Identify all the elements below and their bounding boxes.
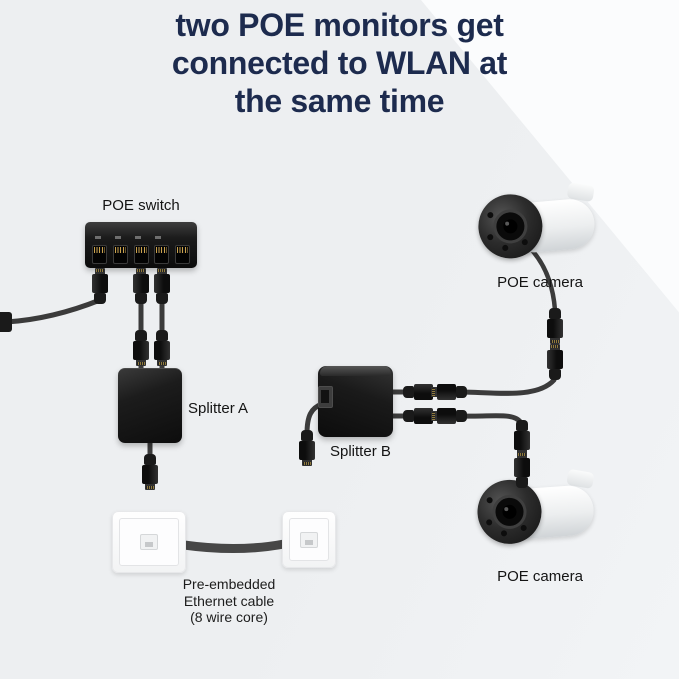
ir-led-icon	[487, 211, 494, 219]
poe-switch-label: POE switch	[102, 197, 180, 214]
rj45-plug-switch-1	[92, 268, 108, 304]
offscreen-connector	[0, 312, 12, 332]
plug-boot	[403, 386, 414, 398]
ir-led-icon	[502, 244, 509, 252]
plug-body	[92, 274, 108, 293]
plug-boot	[156, 293, 168, 304]
splitter-b-label: Splitter B	[330, 443, 391, 460]
wall-plate-right	[282, 511, 336, 568]
plug-body	[154, 341, 170, 360]
poe-camera-top-device	[475, 182, 601, 277]
connector-out-bottom-b	[431, 408, 467, 424]
plug-boot	[549, 369, 561, 380]
ethernet-port-icon	[133, 245, 149, 264]
connector-camera-bottom-a	[514, 420, 530, 456]
poe-camera-bottom-device	[475, 468, 598, 562]
ethernet-port-icon	[92, 245, 107, 264]
poe-camera-top-label: POE camera	[497, 274, 583, 291]
page-title: two POE monitors get connected to WLAN a…	[0, 6, 679, 120]
plug-tip	[95, 268, 105, 275]
title-line-2: connected to WLAN at	[171, 45, 508, 81]
plug-tip	[145, 483, 155, 490]
plug-tip	[517, 452, 527, 459]
title-line-3: the same time	[234, 83, 445, 119]
plug-boot	[456, 410, 467, 422]
plug-boot	[301, 430, 313, 441]
rj45-plug-splitter-a-out	[142, 454, 158, 490]
plug-tip	[550, 344, 560, 351]
splitter-a-label: Splitter A	[188, 400, 249, 417]
plug-body	[142, 465, 158, 484]
embedded-cable-caption: Pre-embedded Ethernet cable (8 wire core…	[148, 576, 310, 626]
title-line-1: two POE monitors get	[175, 7, 504, 43]
plug-body	[547, 350, 563, 369]
poe-switch-device	[85, 222, 197, 268]
splitter-b-port-icon	[318, 386, 333, 408]
plug-body	[437, 408, 456, 424]
connector-camera-bottom-b	[514, 452, 530, 488]
cable-uplink-left	[3, 297, 103, 325]
plug-boot	[156, 330, 168, 341]
cable-wall-embedded	[179, 539, 289, 554]
plug-body	[514, 431, 530, 450]
cable-to-camera-bottom	[461, 413, 524, 426]
plug-tip	[302, 459, 312, 466]
connector-camera-top-b	[547, 344, 563, 380]
plug-boot	[516, 477, 528, 488]
plug-tip	[157, 268, 167, 275]
wall-plate-left	[112, 511, 186, 573]
plug-body	[547, 319, 563, 338]
wall-jack-icon	[140, 534, 158, 550]
ethernet-port-icon	[154, 245, 170, 264]
connector-out-top-b	[431, 384, 467, 400]
plug-tip	[157, 359, 167, 366]
plug-tip	[136, 268, 146, 275]
plug-body	[154, 274, 170, 293]
splitter-b-device	[318, 366, 393, 437]
plug-body	[514, 458, 530, 477]
ir-led-icon	[520, 524, 527, 532]
caption-line-2: Ethernet cable	[183, 592, 275, 609]
plug-tip	[136, 359, 146, 366]
rj45-plug-splitter-a-in-1	[133, 330, 149, 366]
plug-boot	[144, 454, 156, 465]
plug-tip	[550, 337, 560, 344]
ir-led-icon	[500, 530, 508, 537]
splitter-a-device	[118, 368, 182, 443]
plug-boot	[94, 293, 106, 304]
plug-body	[133, 341, 149, 360]
rj45-plug-switch-2	[133, 268, 149, 304]
poe-camera-bottom-label: POE camera	[497, 568, 583, 585]
plug-boot	[516, 420, 528, 431]
wall-jack-icon	[300, 531, 318, 548]
plug-body	[133, 274, 149, 293]
ir-led-icon	[486, 497, 493, 504]
rj45-plug-splitter-b-in	[299, 430, 315, 466]
ethernet-port-icon	[175, 245, 190, 264]
caption-line-3: (8 wire core)	[190, 609, 268, 625]
ir-led-icon	[487, 233, 494, 241]
plug-boot	[456, 386, 467, 398]
ir-led-icon	[521, 238, 529, 246]
plug-boot	[403, 410, 414, 422]
plug-boot	[135, 293, 147, 304]
rj45-plug-splitter-a-in-2	[154, 330, 170, 366]
ir-led-icon	[485, 519, 493, 526]
caption-line-1: Pre-embedded	[182, 576, 276, 592]
plug-boot	[549, 308, 561, 319]
switch-port-row	[92, 245, 190, 264]
plug-body	[299, 441, 315, 460]
connector-camera-top-a	[547, 308, 563, 344]
plug-body	[437, 384, 456, 400]
plug-boot	[135, 330, 147, 341]
rj45-plug-switch-3	[154, 268, 170, 304]
ethernet-port-icon	[112, 245, 128, 264]
cable-to-camera-top	[461, 377, 557, 396]
